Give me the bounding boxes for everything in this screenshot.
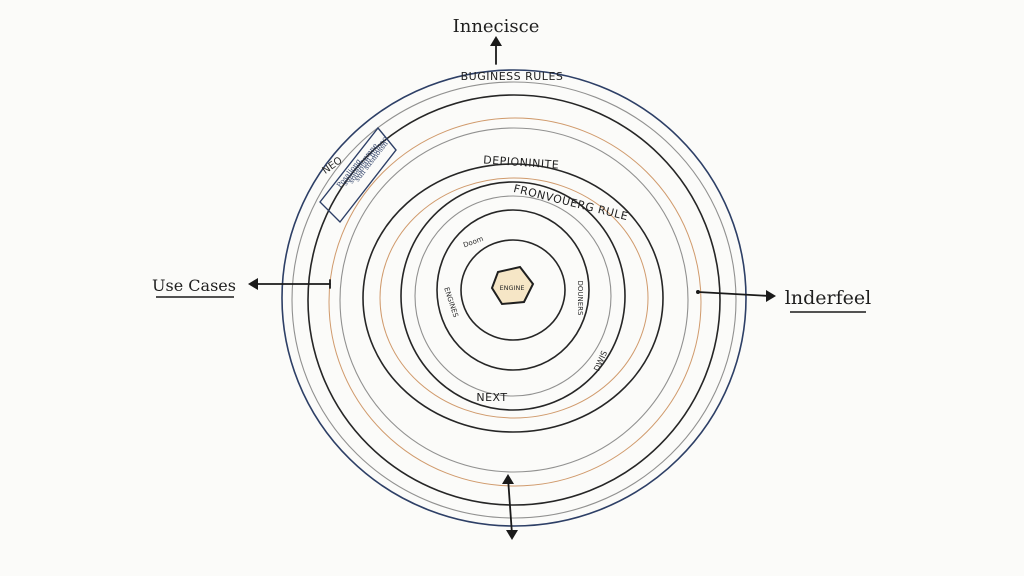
core-hexagon: [490, 265, 535, 306]
framework-ring: [400, 181, 626, 411]
business-rules-ring-inner-edge: [328, 117, 702, 487]
next-label: NEXT: [476, 391, 507, 404]
outer-ring-inner-edge: [291, 81, 737, 519]
right-arrow: [696, 290, 776, 302]
business-rules-ring: [307, 94, 721, 506]
framework-label: FRONVOUERG RULE: [512, 182, 629, 223]
bottom-arrow: [502, 474, 518, 540]
right-label: lnderfeel: [785, 287, 871, 309]
core-label: ENGINE: [500, 284, 525, 292]
core-node: ENGINE: [490, 265, 535, 306]
inner-right-label: DOUNERS: [576, 281, 584, 317]
outer-ring: [281, 69, 747, 527]
deployment-ring: [362, 163, 664, 433]
next-ring: [414, 195, 612, 397]
inner-top-label: Doom: [462, 235, 484, 250]
note-frame: [319, 126, 397, 224]
top-arrow: [490, 36, 502, 65]
left-arrow: [248, 278, 331, 290]
top-label: Innecisce: [453, 16, 540, 37]
right-small-label: DWIS: [592, 349, 609, 372]
innermost-ring: [460, 239, 566, 341]
business-rules-label: BUGINESS RULES: [461, 70, 564, 83]
deployment-ring-outer: [339, 127, 689, 473]
inner-left-label: ENGINES: [442, 286, 459, 319]
left-label: Use Cases: [152, 276, 236, 295]
deployment-label: DEPIONINITE: [483, 153, 560, 171]
inner-ring: [436, 209, 590, 371]
framework-ring-edge: [379, 177, 649, 419]
ring-layers: [281, 69, 747, 527]
